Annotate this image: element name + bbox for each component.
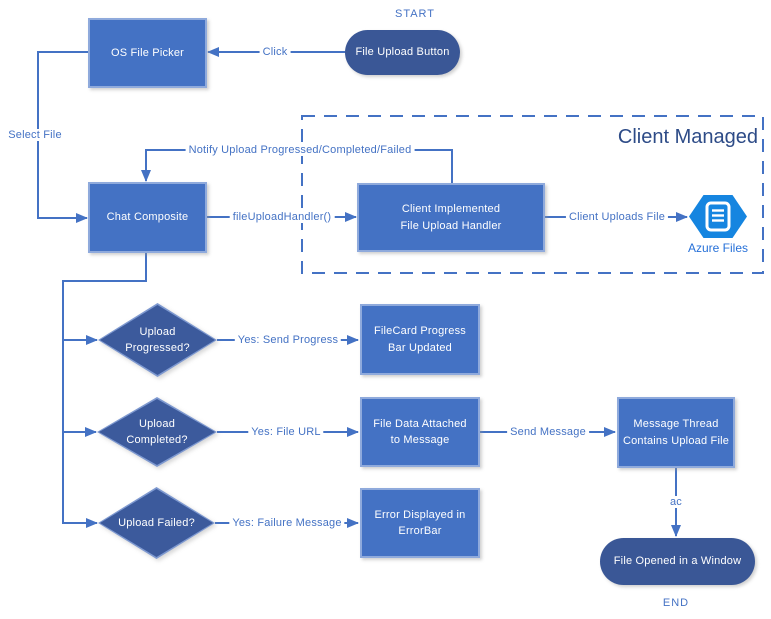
end-label: END: [662, 597, 690, 609]
edge-label-fileuploadhandler: fileUploadHandler(): [229, 211, 335, 223]
edge-label-yes-failure-message: Yes: Failure Message: [229, 517, 345, 529]
edge-label-yes-send-progress: Yes: Send Progress: [234, 334, 342, 346]
node-filecard-progress-bar-updated: FileCard Progress Bar Updated: [360, 304, 480, 375]
node-message-thread-contains-upload-file: Message Thread Contains Upload File: [617, 397, 735, 468]
client-managed-region-border: [301, 115, 764, 274]
decision-label: Upload Completed?: [126, 417, 188, 447]
start-label: START: [394, 8, 436, 20]
edge-label-send-message: Send Message: [507, 426, 589, 438]
edge-label-notify: Notify Upload Progressed/Completed/Faile…: [185, 144, 415, 156]
edge-label-client-uploads-file: Client Uploads File: [565, 211, 669, 223]
node-upload-progressed-decision: Upload Progressed?: [98, 303, 217, 377]
node-error-displayed-in-errorbar: Error Displayed in ErrorBar: [360, 488, 480, 558]
edge-label-ac: ac: [666, 496, 686, 508]
edge-trunk-to-upload-failed-line: [62, 253, 147, 528]
node-file-opened-in-a-window: File Opened in a Window: [600, 538, 755, 585]
node-upload-completed-decision: Upload Completed?: [97, 397, 217, 467]
azure-files-label: Azure Files: [687, 241, 749, 255]
edge-label-select-file: Select File: [5, 129, 65, 141]
node-upload-failed-decision: Upload Failed?: [98, 487, 215, 559]
client-managed-region-title: Client Managed: [617, 126, 758, 148]
edge-label-yes-file-url: Yes: File URL: [248, 426, 324, 438]
decision-label: Upload Failed?: [118, 516, 195, 529]
node-os-file-picker: OS File Picker: [88, 18, 207, 88]
node-file-upload-button: File Upload Button: [345, 30, 460, 75]
node-file-data-attached-to-message: File Data Attached to Message: [360, 397, 480, 467]
node-chat-composite: Chat Composite: [88, 182, 207, 253]
document-glyph: [705, 201, 731, 232]
edge-label-click: Click: [259, 46, 291, 58]
azure-files-icon: [689, 195, 747, 238]
decision-label: Upload Progressed?: [125, 325, 190, 355]
node-client-implemented-file-upload-handler: Client Implemented File Upload Handler: [357, 183, 545, 252]
